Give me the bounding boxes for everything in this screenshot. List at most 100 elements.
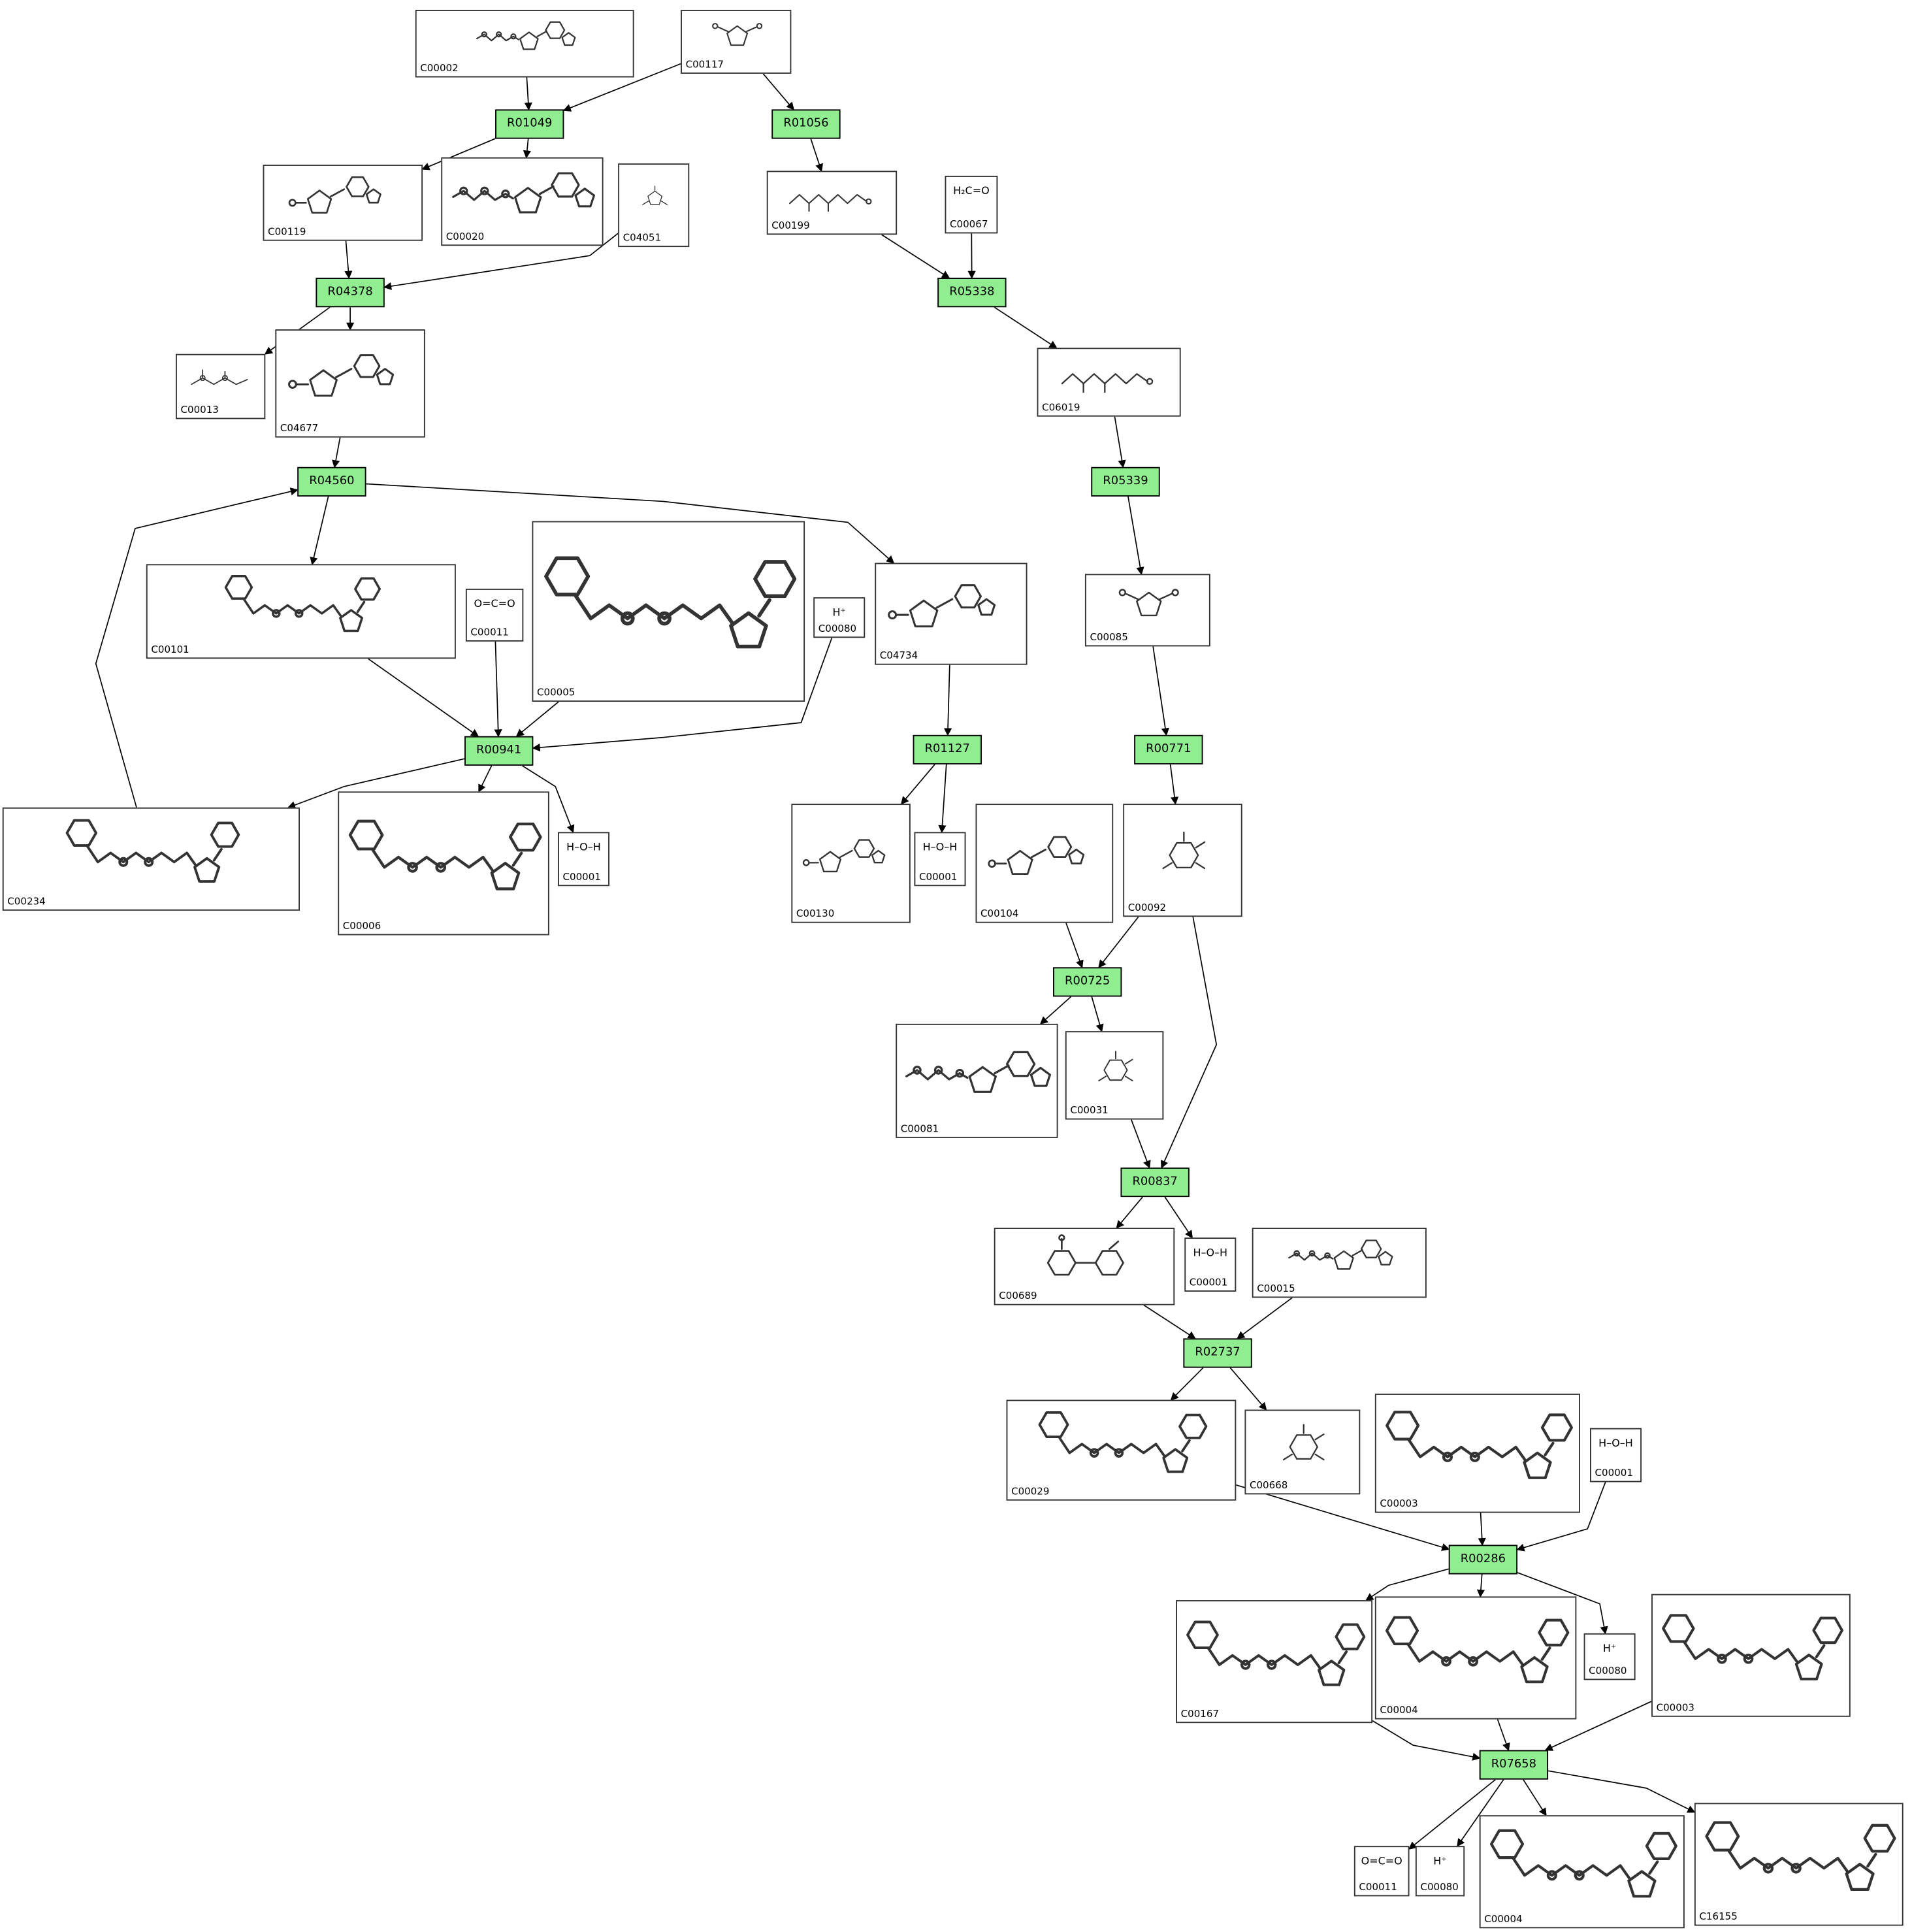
compound-id-label: C00003	[1656, 1702, 1694, 1714]
molecule-structure	[1162, 831, 1206, 870]
molecule-structure	[1385, 1616, 1570, 1684]
edge-c00689-r02737	[1143, 1304, 1196, 1339]
compound-id-label: C00101	[151, 644, 189, 655]
reaction-r05339[interactable]: R05339	[1091, 467, 1160, 497]
molecule-structure	[1282, 1424, 1325, 1461]
compound-c00020[interactable]: C00020	[441, 157, 604, 246]
compound-c00004[interactable]: C00004	[1479, 1815, 1685, 1929]
compound-c00167[interactable]: C00167	[1176, 1600, 1373, 1724]
compound-c00199[interactable]: C00199	[766, 171, 898, 235]
reaction-r00941[interactable]: R00941	[464, 736, 534, 766]
reaction-r05338[interactable]: R05338	[937, 278, 1007, 308]
molecule-structure	[288, 354, 395, 397]
molecule-formula: H–O–H	[1598, 1437, 1633, 1450]
edge-r00941-c00234	[287, 758, 465, 809]
compound-c00080[interactable]: H⁺C00080	[1415, 1846, 1465, 1897]
reaction-r00837[interactable]: R00837	[1120, 1167, 1190, 1198]
compound-c16155[interactable]: C16155	[1694, 1803, 1904, 1926]
compound-c00080[interactable]: H⁺C00080	[813, 597, 866, 638]
compound-c00001[interactable]: H–O–H C00001	[1590, 1428, 1642, 1482]
edge-c00080_1-r00941	[532, 637, 833, 752]
edge-c00015-r02737	[1237, 1297, 1293, 1339]
reaction-r04560[interactable]: R04560	[297, 467, 366, 497]
reaction-r01049[interactable]: R01049	[495, 109, 564, 139]
molecule-structure	[1490, 1829, 1677, 1898]
edge-r04560-c04734	[366, 483, 895, 564]
compound-c00006[interactable]: C00006	[338, 791, 549, 936]
compound-c00004[interactable]: C00004	[1374, 1596, 1577, 1720]
edge-c00085-r00771	[1152, 646, 1169, 736]
reaction-r00286[interactable]: R00286	[1448, 1545, 1518, 1575]
compound-c04734[interactable]: C04734	[875, 563, 1028, 665]
reaction-r00771[interactable]: R00771	[1134, 734, 1203, 764]
compound-id-label: C00081	[900, 1123, 939, 1135]
molecule-structure	[1385, 1411, 1573, 1479]
reaction-id-label: R05339	[1103, 474, 1148, 489]
compound-id-label: C00085	[1090, 631, 1128, 643]
compound-c00085[interactable]: C00085	[1084, 574, 1210, 647]
edge-r00771-c00092	[1169, 764, 1179, 805]
compound-c00031[interactable]: C00031	[1065, 1031, 1164, 1120]
compound-c04051[interactable]: C04051	[618, 163, 690, 248]
reaction-r02737[interactable]: R02737	[1183, 1338, 1252, 1368]
compound-id-label: C04734	[879, 650, 918, 661]
edge-c00167-r07658	[1372, 1720, 1481, 1761]
edge-r07658-c00080_3	[1457, 1779, 1504, 1847]
compound-id-label: C00013	[180, 404, 219, 416]
edge-r00286-c00167	[1365, 1568, 1449, 1601]
compound-c00081[interactable]: C00081	[896, 1023, 1058, 1138]
molecule-formula: H⁺	[832, 607, 846, 620]
reaction-r07658[interactable]: R07658	[1479, 1750, 1549, 1780]
compound-c06019[interactable]: C06019	[1037, 348, 1181, 417]
molecule-structure	[1288, 1239, 1393, 1270]
compound-c00117[interactable]: C00117	[681, 10, 792, 74]
edge-r01049-c00119	[421, 138, 496, 171]
compound-c00119[interactable]: C00119	[263, 165, 423, 241]
reaction-id-label: R01049	[507, 117, 553, 131]
compound-id-label: C16155	[1699, 1910, 1738, 1922]
reaction-r01056[interactable]: R01056	[771, 109, 841, 139]
compound-id-label: C00003	[1380, 1498, 1418, 1509]
compound-c00689[interactable]: C00689	[994, 1228, 1175, 1305]
compound-c00013[interactable]: C00013	[175, 353, 266, 419]
reaction-r00725[interactable]: R00725	[1053, 967, 1122, 997]
reaction-r04378[interactable]: R04378	[316, 278, 385, 308]
compound-id-label: C00104	[980, 908, 1019, 919]
molecule-structure	[802, 839, 886, 873]
compound-id-label: C00130	[796, 908, 835, 919]
edge-r00725-c00031	[1091, 996, 1104, 1032]
reaction-r01127[interactable]: R01127	[913, 734, 982, 764]
edge-r00725-c00081	[1039, 996, 1072, 1025]
compound-c00668[interactable]: C00668	[1244, 1409, 1361, 1495]
compound-id-label: C00001	[1595, 1467, 1633, 1479]
molecule-structure	[1098, 1051, 1133, 1082]
edge-c00117-r01056	[762, 73, 794, 110]
compound-c00005[interactable]: C00005	[532, 521, 805, 702]
edge-c00119-r04378	[344, 240, 353, 279]
compound-c00080[interactable]: H⁺C00080	[1583, 1633, 1636, 1680]
compound-c00003[interactable]: C00003	[1651, 1594, 1851, 1717]
edge-c04734-r01127	[943, 664, 952, 736]
compound-id-label: C00117	[685, 59, 724, 71]
compound-id-label: C00199	[771, 220, 810, 231]
compound-c00104[interactable]: C00104	[975, 804, 1114, 923]
compound-c00101[interactable]: C00101	[146, 564, 456, 659]
molecule-formula: H–O–H	[1193, 1247, 1228, 1260]
compound-c00029[interactable]: C00029	[1006, 1400, 1237, 1501]
compound-c00130[interactable]: C00130	[791, 804, 911, 923]
compound-c00003[interactable]: C00003	[1374, 1394, 1580, 1513]
compound-c00092[interactable]: C00092	[1123, 804, 1242, 917]
compound-c04677[interactable]: C04677	[275, 329, 425, 438]
compound-c00015[interactable]: C00015	[1252, 1228, 1427, 1298]
molecule-structure	[642, 186, 668, 205]
compound-c00234[interactable]: C00234	[2, 807, 300, 911]
compound-c00002[interactable]: C00002	[415, 10, 634, 78]
molecule-structure	[1705, 1821, 1896, 1891]
